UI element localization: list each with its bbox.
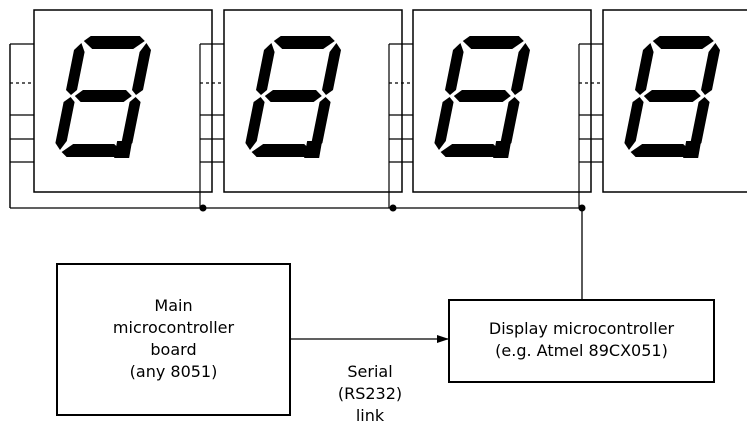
segment-dp — [304, 141, 323, 158]
segment-d — [630, 144, 692, 157]
segment-d — [251, 144, 313, 157]
segment-f — [445, 43, 464, 95]
segment-f — [635, 43, 654, 95]
segment-dp — [493, 141, 512, 158]
segment-a — [652, 36, 714, 49]
display-controller-box — [448, 299, 715, 383]
display-controller-label: Display microcontroller (e.g. Atmel 89CX… — [449, 318, 714, 362]
digit-module-3 — [388, 9, 592, 208]
segment-c — [311, 97, 331, 150]
seven-segment-displays — [9, 9, 747, 208]
segment-dp — [114, 141, 133, 158]
digit-pins-3 — [388, 43, 413, 208]
segment-e — [624, 97, 644, 150]
serial-link-line-3: link — [355, 406, 385, 425]
digit-module-2 — [199, 9, 403, 208]
segment-f — [66, 43, 85, 95]
segment-a — [83, 36, 145, 49]
serial-link-line-2: (RS232) — [337, 384, 403, 403]
digit-segments — [55, 36, 151, 158]
display-controller-line-1: Display microcontroller — [488, 319, 675, 338]
digit-segments — [624, 36, 720, 158]
segment-e — [55, 97, 75, 150]
junction-dot-2 — [389, 204, 397, 212]
digit-module-4 — [578, 9, 747, 208]
main-board-box — [56, 263, 291, 416]
segment-d — [440, 144, 502, 157]
main-board-line-4: (any 8051) — [129, 362, 218, 381]
digit-segments — [245, 36, 341, 158]
main-board-line-1: Main — [154, 296, 193, 315]
segment-g — [264, 90, 322, 102]
digit-module-1 — [9, 9, 213, 208]
segment-b — [132, 43, 151, 95]
serial-link-line-1: Serial — [347, 362, 393, 381]
segment-b — [322, 43, 341, 95]
segment-c — [500, 97, 520, 150]
segment-g — [453, 90, 511, 102]
digit-pins-1 — [9, 43, 34, 208]
segment-b — [511, 43, 530, 95]
digit-pins-2 — [199, 43, 224, 208]
junction-dot-3 — [578, 204, 586, 212]
segment-b — [701, 43, 720, 95]
digit-pins-4 — [578, 43, 603, 208]
segment-d — [61, 144, 123, 157]
segment-g — [643, 90, 701, 102]
main-board-label: Main microcontroller board (any 8051) — [57, 295, 290, 383]
junction-dot-1 — [199, 204, 207, 212]
segment-a — [273, 36, 335, 49]
segment-f — [256, 43, 275, 95]
segment-dp — [683, 141, 702, 158]
main-board-line-2: microcontroller — [112, 318, 235, 337]
segment-c — [690, 97, 710, 150]
segment-a — [462, 36, 524, 49]
segment-c — [121, 97, 141, 150]
digit-segments — [434, 36, 530, 158]
segment-e — [434, 97, 454, 150]
segment-g — [74, 90, 132, 102]
serial-link-label: Serial (RS232) link — [320, 361, 420, 427]
main-board-line-3: board — [150, 340, 197, 359]
display-controller-line-2: (e.g. Atmel 89CX051) — [495, 341, 668, 360]
segment-e — [245, 97, 265, 150]
